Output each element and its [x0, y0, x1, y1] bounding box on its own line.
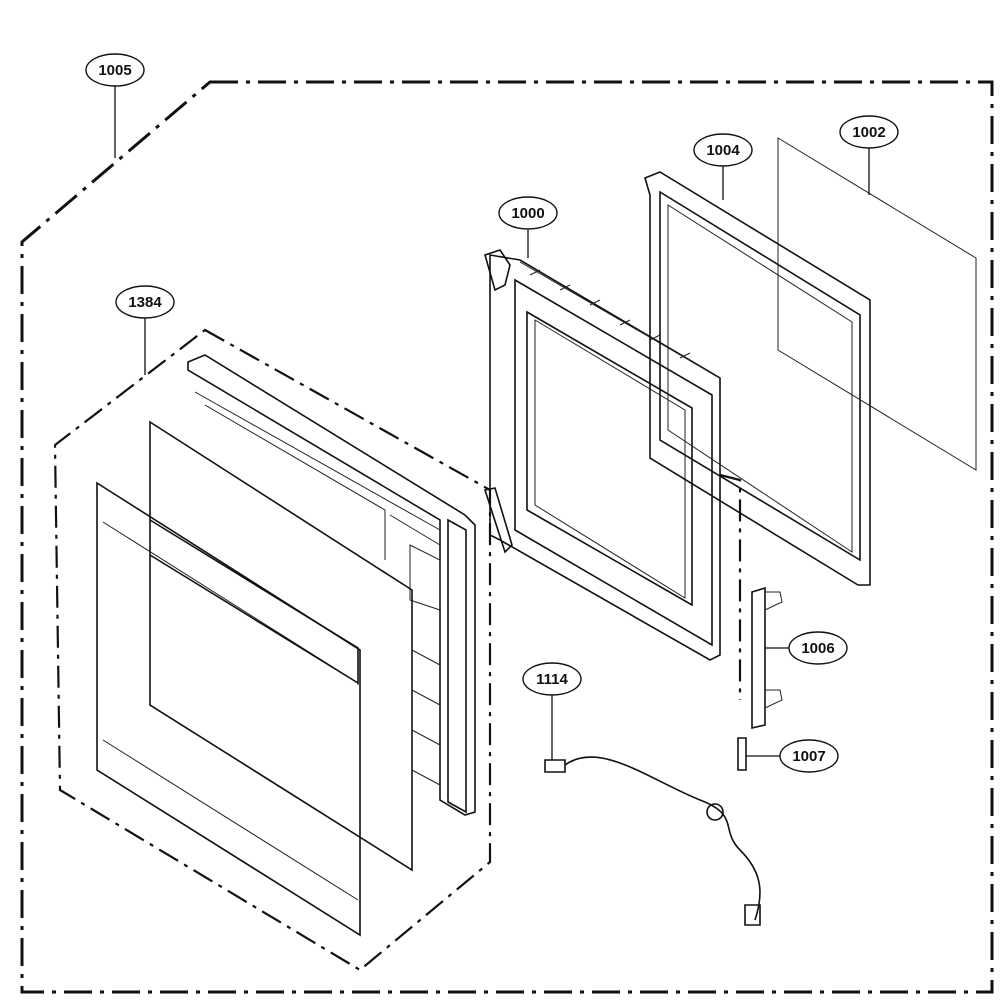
svg-text:1002: 1002: [852, 124, 885, 141]
callout-1004: 1004: [693, 133, 753, 167]
guide-line: [719, 473, 742, 700]
door-front-panel: [96, 481, 361, 937]
svg-text:1114: 1114: [536, 671, 568, 688]
svg-text:1000: 1000: [511, 205, 544, 222]
svg-text:1384: 1384: [128, 294, 162, 311]
svg-text:1005: 1005: [98, 62, 131, 79]
callout-1005: 1005: [85, 53, 145, 87]
spring-part: [737, 737, 747, 771]
hinge-part: [751, 586, 783, 730]
cover-film: [777, 137, 977, 471]
cable-harness: [544, 756, 761, 926]
svg-text:1004: 1004: [706, 142, 740, 159]
leader-lines: [114, 86, 870, 760]
assembly-1384-boundary: [53, 328, 492, 972]
inner-door-frame: [483, 249, 721, 661]
callout-1000: 1000: [498, 196, 558, 230]
svg-text:1007: 1007: [792, 748, 825, 765]
inner-frame: [644, 171, 871, 586]
callout-1114: 1114: [522, 662, 582, 696]
callout-1006: 1006: [788, 631, 848, 665]
svg-text:1006: 1006: [801, 640, 834, 657]
callout-1384: 1384: [115, 285, 175, 319]
callout-1002: 1002: [839, 115, 899, 149]
door-frame: [187, 354, 476, 816]
callout-1007: 1007: [779, 739, 839, 773]
assembly-1005-boundary: [20, 80, 994, 994]
door-glass-panel: [149, 420, 413, 872]
